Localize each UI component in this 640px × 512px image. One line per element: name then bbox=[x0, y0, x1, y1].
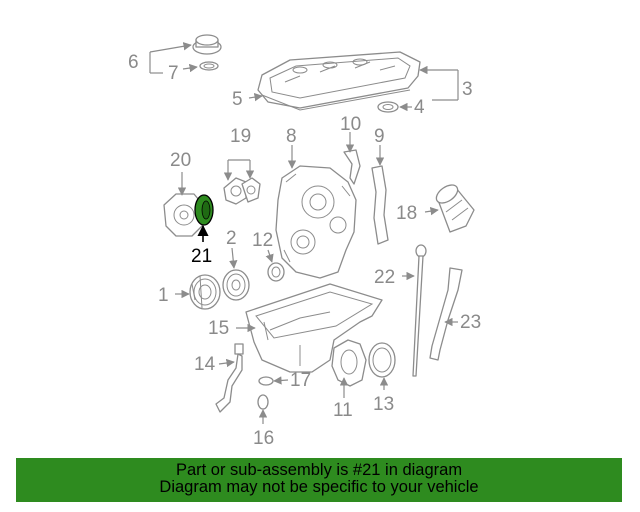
front-oil-seal-part[interactable] bbox=[267, 262, 285, 282]
callout-6[interactable]: 6 bbox=[128, 52, 139, 73]
callout-12[interactable]: 12 bbox=[252, 230, 273, 251]
banner-line-1: Part or sub-assembly is #21 in diagram bbox=[175, 461, 463, 479]
callout-8[interactable]: 8 bbox=[286, 126, 297, 147]
callout-14[interactable]: 14 bbox=[194, 354, 216, 375]
callout-13[interactable]: 13 bbox=[373, 394, 394, 415]
callout-11[interactable]: 11 bbox=[333, 400, 353, 421]
valve-cover-seal-part[interactable] bbox=[377, 101, 399, 113]
callout-20[interactable]: 20 bbox=[170, 150, 191, 171]
oil-filter-part[interactable] bbox=[433, 181, 475, 233]
callout-22[interactable]: 22 bbox=[374, 267, 395, 288]
callout-17[interactable]: 17 bbox=[290, 370, 311, 391]
oil-level-sensor-part[interactable] bbox=[215, 343, 244, 413]
info-banner: Part or sub-assembly is #21 in diagram D… bbox=[16, 458, 622, 502]
dipstick-tube-part[interactable] bbox=[429, 267, 463, 361]
oil-pan-part[interactable] bbox=[245, 283, 383, 373]
crankshaft-pulley-part[interactable] bbox=[189, 274, 221, 310]
banner-line-2: Diagram may not be specific to your vehi… bbox=[159, 478, 479, 496]
callout-5[interactable]: 5 bbox=[232, 89, 243, 110]
timing-cover-part[interactable] bbox=[275, 165, 357, 279]
rear-cover-part[interactable] bbox=[331, 339, 367, 387]
callout-3[interactable]: 3 bbox=[462, 79, 473, 100]
timing-pulley-part[interactable] bbox=[222, 269, 250, 301]
callout-15[interactable]: 15 bbox=[208, 318, 229, 339]
callout-labels: 6 7 5 3 4 8 10 9 19 20 18 21 2 12 1 15 2… bbox=[128, 52, 481, 449]
leader-lines bbox=[149, 42, 459, 424]
timing-cover-gasket-part[interactable] bbox=[343, 149, 361, 185]
rear-main-seal-part[interactable] bbox=[368, 342, 396, 378]
outlet-fitting-part-b[interactable] bbox=[241, 177, 261, 203]
callout-7[interactable]: 7 bbox=[168, 63, 179, 84]
callout-9[interactable]: 9 bbox=[374, 126, 385, 147]
callout-19[interactable]: 19 bbox=[230, 126, 251, 147]
callout-4[interactable]: 4 bbox=[414, 97, 425, 118]
filler-cap-gasket-part[interactable] bbox=[199, 61, 219, 71]
parts-diagram: 6 7 5 3 4 8 10 9 19 20 18 21 2 12 1 15 2… bbox=[128, 34, 481, 449]
oil-filler-cap-part[interactable] bbox=[192, 34, 222, 55]
oil-dipstick-part[interactable] bbox=[412, 244, 427, 377]
drain-plug-gasket-part[interactable] bbox=[257, 394, 269, 410]
callout-1[interactable]: 1 bbox=[158, 285, 169, 306]
callout-21[interactable]: 21 bbox=[191, 246, 212, 267]
seal-ring-part-21[interactable] bbox=[194, 194, 214, 226]
drain-plug-part[interactable] bbox=[258, 376, 274, 386]
outlet-fitting-part-a[interactable] bbox=[223, 177, 247, 205]
callout-23[interactable]: 23 bbox=[460, 312, 481, 333]
callout-10[interactable]: 10 bbox=[340, 114, 361, 135]
callout-16[interactable]: 16 bbox=[253, 428, 274, 449]
cylinder-head-cover-part[interactable] bbox=[257, 51, 421, 111]
callout-2[interactable]: 2 bbox=[226, 228, 237, 249]
cover-gasket-strip-part[interactable] bbox=[371, 165, 389, 245]
callout-18[interactable]: 18 bbox=[396, 203, 417, 224]
